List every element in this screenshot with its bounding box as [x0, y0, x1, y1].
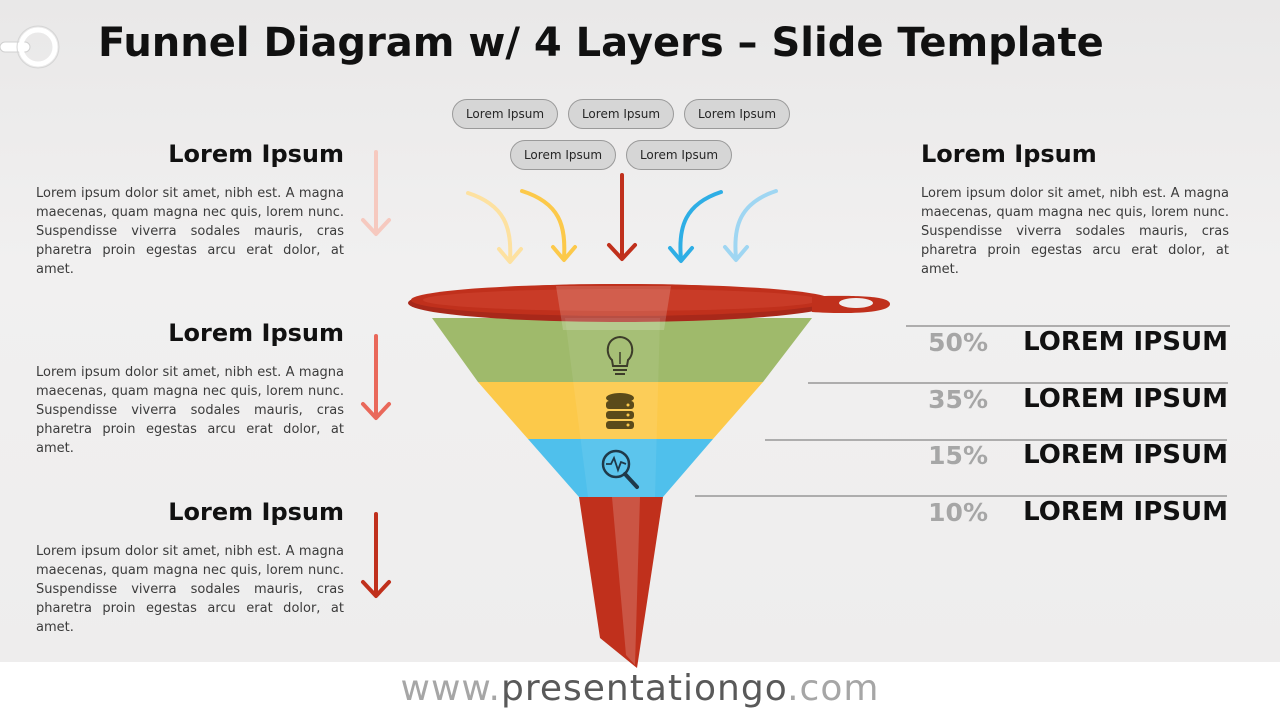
input-pill-2: Lorem Ipsum	[568, 99, 674, 129]
layer-2-label: LOREM IPSUM	[1023, 384, 1228, 414]
magnifier-pulse-icon	[601, 449, 639, 489]
left-block-3-body: Lorem ipsum dolor sit amet, nibh est. A …	[36, 544, 344, 635]
arrow-yellow	[520, 189, 567, 260]
left-block-3-heading: Lorem Ipsum	[168, 498, 344, 526]
right-block-heading: Lorem Ipsum	[921, 140, 1097, 168]
arrow-light-yellow	[466, 191, 513, 262]
layer-1-percent: 50%	[928, 328, 988, 357]
lightbulb-icon	[606, 335, 634, 375]
footer-band	[0, 662, 1280, 720]
footer-url: www.presentationgo.com	[0, 668, 1280, 709]
left-block-2-heading: Lorem Ipsum	[168, 319, 344, 347]
footer-brand: presentationgo	[501, 668, 788, 709]
layer-2-percent: 35%	[928, 385, 988, 414]
input-pill-1: Lorem Ipsum	[452, 99, 558, 129]
arrow-blue	[678, 190, 723, 261]
hook-icon	[0, 25, 60, 69]
footer-suffix: .com	[787, 668, 880, 709]
footer-prefix: www.	[400, 668, 501, 709]
funnel-spout	[579, 497, 663, 668]
layer-green	[432, 318, 812, 382]
rim-tab	[812, 295, 890, 314]
arrow-light-blue	[733, 189, 778, 260]
layer-4-percent: 10%	[928, 498, 988, 527]
input-pill-4: Lorem Ipsum	[510, 140, 616, 170]
layer-3-percent: 15%	[928, 441, 988, 470]
layer-3-label: LOREM IPSUM	[1023, 440, 1228, 470]
layer-blue	[528, 439, 713, 497]
page-title: Funnel Diagram w/ 4 Layers – Slide Templ…	[98, 20, 1104, 66]
layer-1-label: LOREM IPSUM	[1023, 327, 1228, 357]
left-block-2-body: Lorem ipsum dolor sit amet, nibh est. A …	[36, 365, 344, 456]
left-block-1-body: Lorem ipsum dolor sit amet, nibh est. A …	[36, 186, 344, 277]
right-block-body: Lorem ipsum dolor sit amet, nibh est. A …	[921, 186, 1229, 277]
left-block-1-heading: Lorem Ipsum	[168, 140, 344, 168]
input-pill-3: Lorem Ipsum	[684, 99, 790, 129]
layer-4-label: LOREM IPSUM	[1023, 497, 1228, 527]
database-icon	[606, 393, 634, 429]
layer-yellow	[478, 382, 763, 439]
input-pill-5: Lorem Ipsum	[626, 140, 732, 170]
